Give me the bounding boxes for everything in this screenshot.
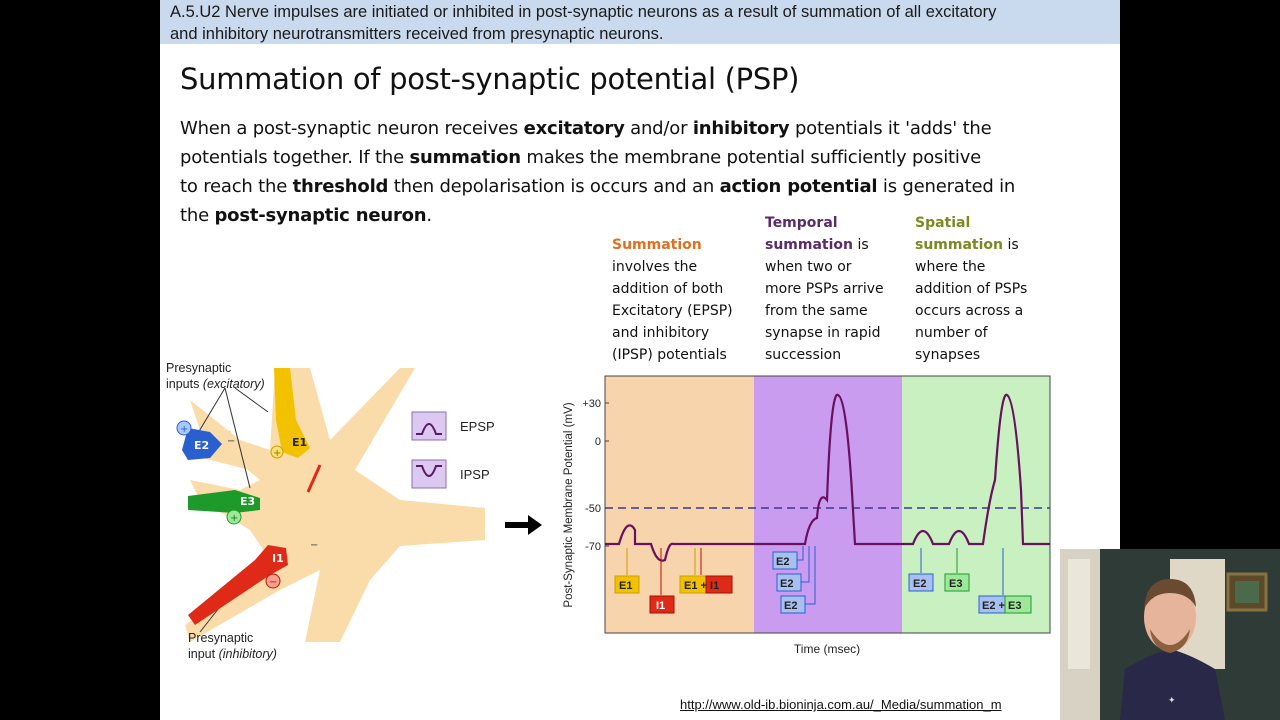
s-i1-box [649, 595, 675, 614]
p-e3-label: E3 [949, 578, 962, 590]
intro-line-4: the post-synaptic neuron. [180, 205, 432, 226]
t-e2c-label: E2 [784, 600, 797, 612]
svg-text:EPSP: EPSP [460, 419, 495, 434]
p-e2-box [908, 573, 934, 592]
e1-terminal [274, 368, 310, 458]
e3-plus-glyph: + [230, 513, 238, 524]
banner-line-1: A.5.U2 Nerve impulses are initiated or i… [170, 3, 997, 21]
e2-terminal [182, 428, 222, 460]
psp-summation-graph: +30 0 -50 -70 Post-Synaptic Membrane Pot… [563, 375, 1051, 656]
s-e1-box [614, 575, 640, 594]
intro-line-1: When a post-synaptic neuron receives exc… [180, 118, 992, 139]
t-e2b-label: E2 [780, 578, 793, 590]
soma-mark: − [310, 540, 318, 551]
panel-summation [605, 376, 754, 633]
s-i1-label: I1 [656, 600, 665, 612]
t-e2a-label: E2 [776, 556, 789, 568]
ytick-plus30: +30 [582, 398, 601, 410]
presyn-excit-label-1: Presynaptic [166, 361, 231, 375]
ytick-minus70: -70 [585, 541, 601, 553]
p-e3-box [944, 573, 970, 592]
i1-minus-icon [265, 573, 281, 589]
source-link[interactable]: http://www.old-ib.bioninja.com.au/_Media… [680, 697, 1002, 712]
spatial-heading: Spatial [915, 215, 971, 231]
intro-line-2: potentials together. If the summation ma… [180, 147, 982, 168]
slide-title: Summation of post-synaptic potential (PS… [180, 62, 800, 96]
svg-text:IPSP: IPSP [460, 467, 490, 482]
legend-epsp: EPSP [411, 411, 495, 441]
y-axis-label: Post-Synaptic Membrane Potential (mV) [563, 402, 575, 607]
s-e1-label: E1 [619, 580, 632, 592]
e3-label: E3 [240, 495, 255, 508]
ytick-minus50: -50 [585, 503, 601, 515]
logo-icon: ✦ [1168, 696, 1176, 706]
intro-line-3: to reach the threshold then depolarisati… [180, 176, 1016, 197]
spatial-explanation: Spatial summation is where the addition … [915, 212, 1065, 366]
e2-plus-glyph: + [180, 424, 188, 435]
presyn-inhib-label-1: Presynaptic [188, 631, 253, 645]
legend-ipsp: IPSP [411, 459, 490, 489]
e1-label: E1 [292, 436, 307, 449]
p-e2e3-label: E2 + E3 [982, 600, 1021, 612]
e2-cleft-mark: − [227, 436, 235, 447]
panel-spatial [902, 376, 1050, 633]
t-e2-box-a [772, 551, 798, 570]
p-e2e3-box-b [1004, 595, 1032, 614]
banner-line-2: and inhibitory neurotransmitters receive… [170, 25, 664, 43]
membrane-potential-trace [605, 393, 1050, 562]
summation-heading: Summation [612, 237, 702, 253]
right-arrow-icon [505, 515, 542, 535]
p-e2-label: E2 [913, 578, 926, 590]
summation-explanation: Summation involves the addition of both … [612, 234, 762, 366]
ytick-0: 0 [595, 436, 601, 448]
e2-label: E2 [194, 439, 209, 452]
understanding-banner: A.5.U2 Nerve impulses are initiated or i… [160, 0, 1120, 44]
s-e1i1-label: E1 + I1 [684, 580, 719, 592]
i1-terminal [188, 545, 288, 625]
e2-plus-icon [176, 420, 192, 436]
e3-plus-icon [226, 509, 242, 525]
s-e1i1-box-b [705, 575, 733, 594]
i1-label: I1 [272, 552, 284, 565]
presenter-webcam: ✦ [1060, 549, 1280, 720]
impulse-streak [306, 464, 322, 493]
panel-temporal [754, 376, 902, 633]
temporal-explanation: Temporal summation is when two or more P… [765, 212, 915, 366]
e1-plus-glyph: + [273, 448, 281, 459]
neuron-synapse-diagram: E1 + E2 + E3 + I1 − − − Presynaptic inpu… [166, 361, 542, 661]
intro-paragraph: When a post-synaptic neuron receives exc… [180, 114, 1100, 230]
plot-frame [604, 375, 1051, 634]
slide: A.5.U2 Nerve impulses are initiated or i… [160, 0, 1120, 720]
t-e2-box-b [776, 573, 802, 592]
t-e2-box-c [780, 595, 806, 614]
e3-terminal [188, 490, 260, 513]
e1-plus-icon [270, 445, 284, 459]
i1-minus-glyph: − [269, 577, 277, 588]
presyn-inhib-label-2: input (inhibitory) [188, 647, 277, 661]
temporal-heading: Temporal [765, 215, 838, 231]
presyn-excit-label-2: inputs (excitatory) [166, 377, 265, 391]
x-axis-label: Time (msec) [794, 642, 860, 656]
